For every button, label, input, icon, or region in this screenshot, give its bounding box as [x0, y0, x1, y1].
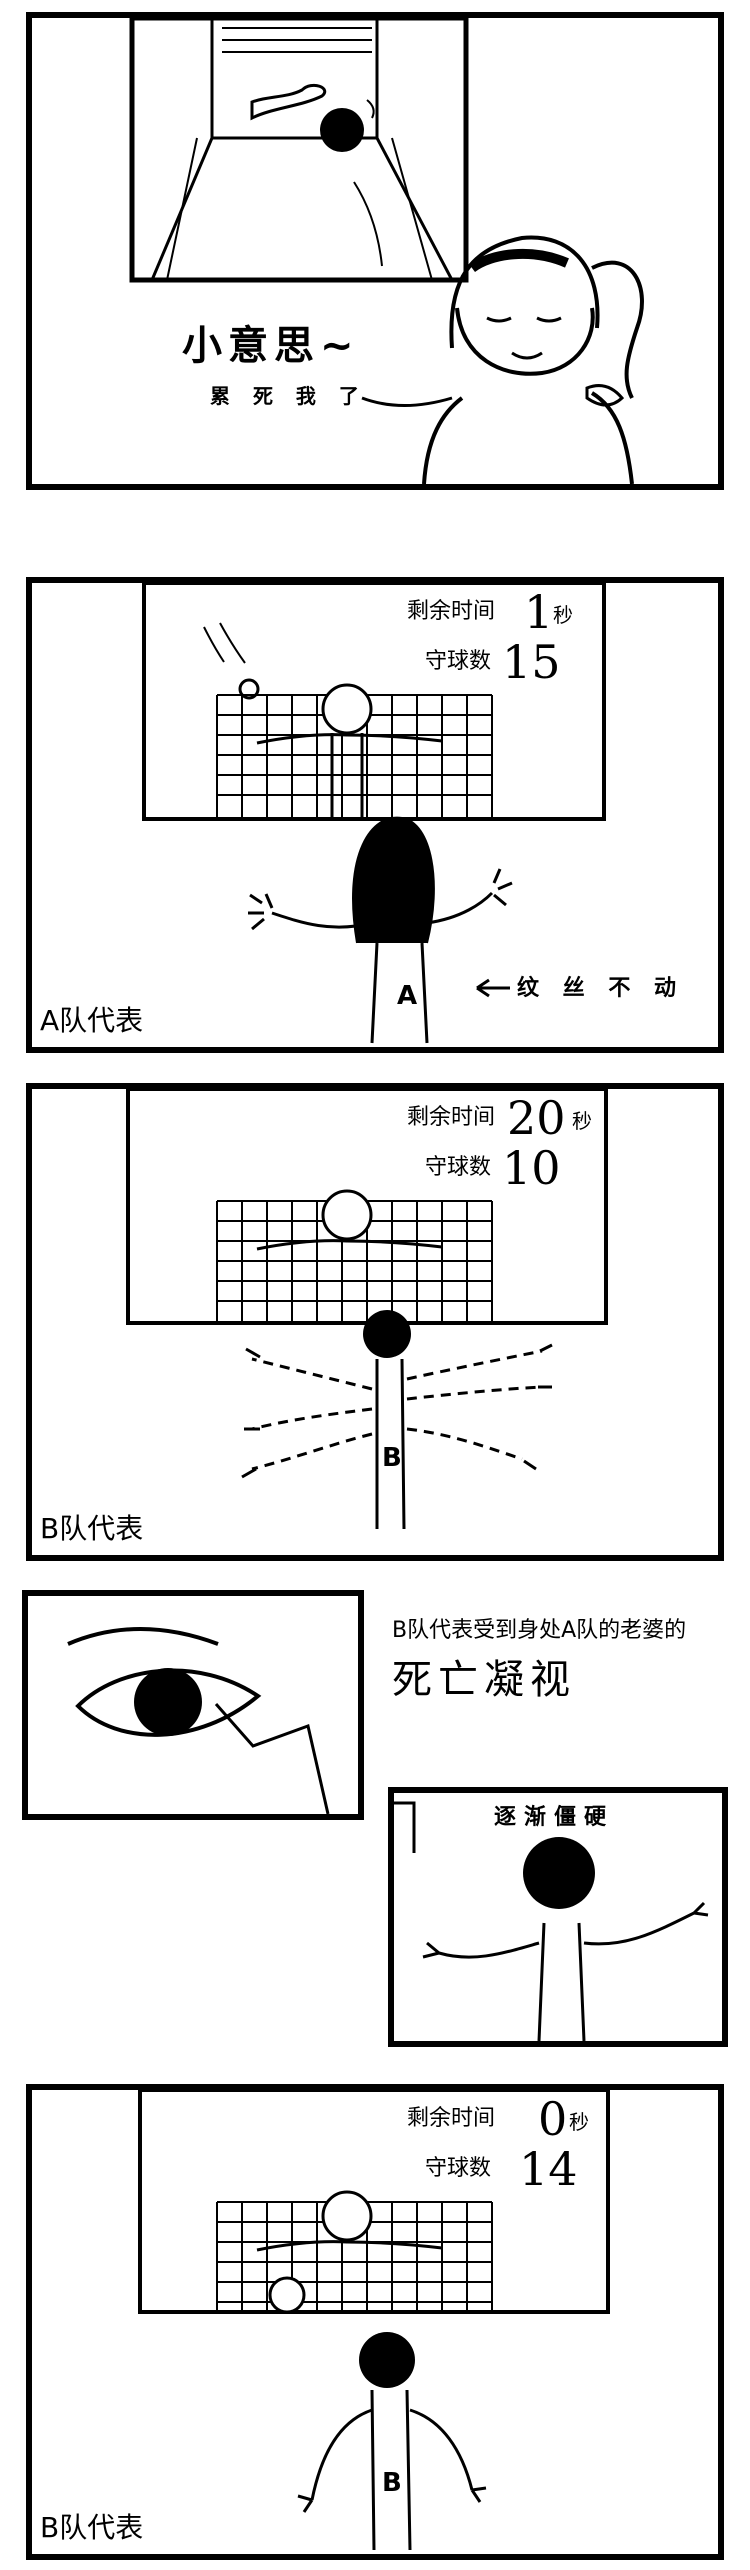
- saves-label: 守球数: [425, 1155, 492, 1180]
- panel-2-note: 纹 丝 不 动: [517, 976, 684, 1001]
- comic-panel-2: 剩余时间 1 秒 守球数 15 A 纹 丝 不 动 A队代表: [26, 577, 724, 1053]
- panel-4-reaction-text: 逐渐僵硬: [494, 1805, 615, 1830]
- panel-5-drawing: [138, 2090, 610, 2551]
- panel-1-drawing: [129, 18, 644, 484]
- panel-5-caption: B队代表: [40, 2511, 144, 2544]
- time-remaining-value: 20: [507, 1091, 566, 1145]
- panel-2-drawing: [142, 583, 606, 1044]
- comic-panel-5: 剩余时间 0 秒 守球数 14 B B队代表: [26, 2084, 724, 2560]
- panel-3-drawing: [126, 1089, 608, 1530]
- time-remaining-value: 1: [524, 585, 554, 639]
- time-unit: 秒: [553, 603, 573, 627]
- time-remaining-label: 剩余时间: [407, 1105, 496, 1130]
- panel-2-caption: A队代表: [40, 1004, 144, 1037]
- panel-4-reaction-drawing: [394, 1801, 709, 2041]
- comic-panel-3: 剩余时间 20 秒 守球数 10 B B队代表: [26, 1083, 724, 1561]
- panel-4-headline: 死亡凝视: [392, 1657, 576, 1703]
- saves-label: 守球数: [425, 2156, 492, 2181]
- comic-panel-1: 小意思~ 累 死 我 了: [26, 12, 724, 490]
- time-remaining-label: 剩余时间: [407, 599, 496, 624]
- comic-panel-4-eye: [22, 1590, 364, 1820]
- time-unit: 秒: [572, 1109, 592, 1133]
- saves-value: 15: [502, 635, 561, 689]
- panel-1-subtitle: 累 死 我 了: [210, 384, 367, 408]
- jersey-letter: B: [382, 2468, 402, 2498]
- panel-3-caption: B队代表: [40, 1512, 144, 1545]
- panel-1-title: 小意思~: [182, 323, 360, 369]
- panel-4-eye-drawing: [67, 1627, 330, 1814]
- saves-label: 守球数: [425, 649, 492, 674]
- panel-4-narration: B队代表受到身处A队的老婆的: [392, 1618, 687, 1643]
- time-remaining-label: 剩余时间: [407, 2106, 496, 2131]
- comic-panel-4-reaction: 逐渐僵硬: [388, 1787, 728, 2047]
- time-unit: 秒: [569, 2110, 589, 2134]
- jersey-letter: B: [382, 1443, 402, 1473]
- time-remaining-value: 0: [538, 2092, 568, 2146]
- saves-value: 10: [502, 1141, 561, 1195]
- jersey-letter: A: [397, 981, 418, 1011]
- saves-value: 14: [519, 2142, 578, 2196]
